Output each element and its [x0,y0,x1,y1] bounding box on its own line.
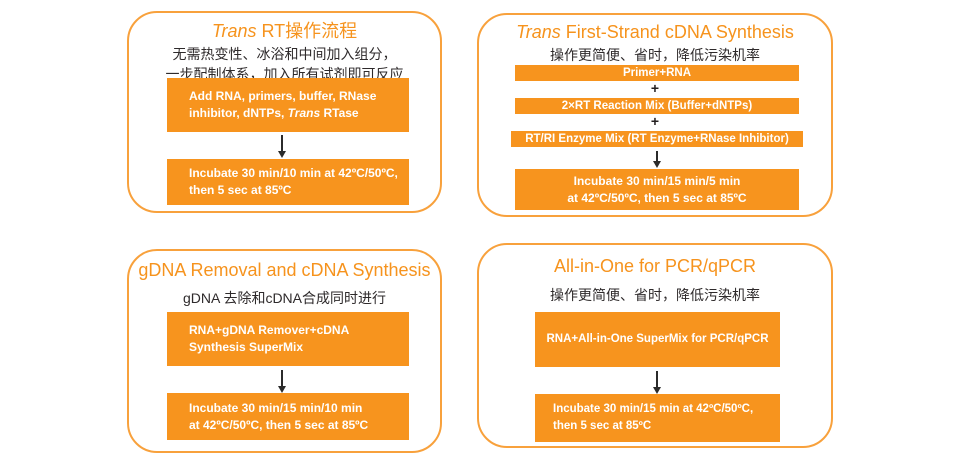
component-bar-enzyme-mix: RT/RI Enzyme Mix (RT Enzyme+RNase Inhibi… [511,131,803,147]
component-bar-reaction-mix: 2×RT Reaction Mix (Buffer+dNTPs) [515,98,799,114]
panel-gdna-removal-title: gDNA Removal and cDNA Synthesis [138,260,431,280]
panel-first-strand-title: Trans First-Strand cDNA Synthesis [479,22,831,42]
plus-sign: + [650,80,660,96]
down-arrow [653,371,661,394]
subtitle-line: 无需热变性、冰浴和中间加入组分， [172,46,397,62]
step-box-supermix: RNA+gDNA Remover+cDNA Synthesis SuperMix [167,312,409,366]
step-text-post: RTase [320,106,359,120]
plus-sign: + [650,113,660,129]
panel-gdna-removal: gDNA Removal and cDNA Synthesis gDNA 去除和… [127,249,442,453]
incubate-line: Incubate 30 min/10 min at 42ºC/50ºC, [189,166,398,180]
title-rest-part: RT操作流程 [256,21,358,41]
step-text-pre: Add RNA, primers, buffer, RNase inhibito… [189,89,377,120]
step-text-italic: Trans [287,106,321,120]
panel-all-in-one-subtitle: 操作更简便、省时，降低污染机率 [479,285,831,305]
panel-first-strand-subtitle: 操作更简便、省时，降低污染机率 [479,45,831,65]
step-box-incubate: Incubate 30 min/15 min at 42ºC/50ºC, the… [535,394,780,442]
step-box-incubate: Incubate 30 min/15 min/10 min at 42ºC/50… [167,393,409,440]
title-italic-part: Trans [211,21,257,41]
panel-all-in-one-title: All-in-One for PCR/qPCR [553,256,757,276]
step-box-supermix: RNA+All-in-One SuperMix for PCR/qPCR [535,312,780,367]
panel-first-strand: Trans First-Strand cDNA Synthesis 操作更简便、… [477,13,833,217]
incubate-line: Incubate 30 min/15 min/5 min [573,173,741,188]
subtitle-line: 操作更简便、省时，降低污染机率 [550,47,760,63]
panel-trans-rt: Trans RT操作流程 无需热变性、冰浴和中间加入组分， 一步配制体系，加入所… [127,11,442,213]
title-italic-part: Trans [516,22,561,42]
step-box-incubate: Incubate 30 min/10 min at 42ºC/50ºC, the… [167,159,409,205]
title-rest-part: First-Strand cDNA Synthesis [560,22,794,42]
panel-gdna-removal-subtitle: gDNA 去除和cDNA合成同时进行 [129,288,440,308]
down-arrow [653,151,661,168]
step-box-text: Add RNA, primers, buffer, RNase inhibito… [189,88,401,122]
incubate-line: Incubate 30 min/15 min/10 min [189,400,363,415]
incubate-line: at 42ºC/50ºC, then 5 sec at 85ºC [567,190,747,205]
down-arrow [278,370,286,393]
panel-all-in-one: All-in-One for PCR/qPCR 操作更简便、省时，降低污染机率 … [477,243,833,448]
step-box-text: RNA+All-in-One SuperMix for PCR/qPCR [546,333,769,345]
step-box-text: RNA+gDNA Remover+cDNA Synthesis SuperMix [189,323,349,354]
incubate-line: then 5 sec at 85ºC [553,420,652,432]
subtitle-line: gDNA 去除和cDNA合成同时进行 [182,290,387,306]
step-box-incubate: Incubate 30 min/15 min/5 min at 42ºC/50º… [515,169,799,210]
down-arrow [278,135,286,158]
subtitle-line: 操作更简便、省时，降低污染机率 [550,287,760,303]
incubate-line: then 5 sec at 85ºC [189,183,292,197]
incubate-line: at 42ºC/50ºC, then 5 sec at 85ºC [189,417,369,432]
component-bar-primer-rna: Primer+RNA [515,65,799,81]
step-box-add-reagents: Add RNA, primers, buffer, RNase inhibito… [167,78,409,132]
incubate-line: Incubate 30 min/15 min at 42ºC/50ºC, [553,403,754,415]
panel-trans-rt-title: Trans RT操作流程 [129,21,440,41]
